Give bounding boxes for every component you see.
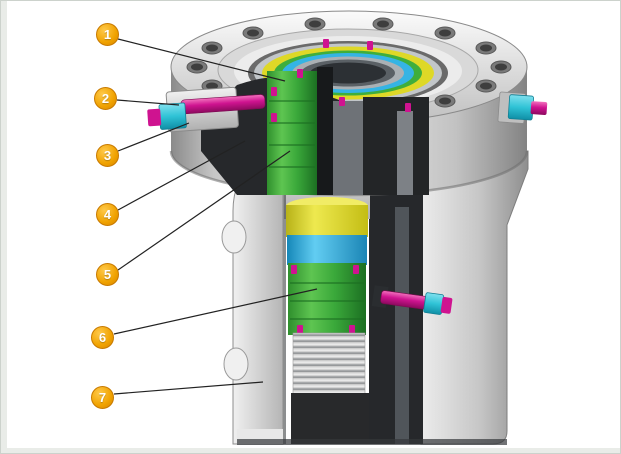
fitting-body — [507, 94, 534, 121]
callout-badge-7: 7 — [91, 386, 114, 409]
section-face — [363, 97, 429, 195]
seal-ring-yellow — [286, 205, 368, 237]
callout-number: 2 — [101, 91, 110, 106]
leader-lines — [113, 38, 318, 395]
bolt-boss — [223, 347, 249, 381]
leader-line-7 — [113, 381, 264, 395]
fitting-stem — [530, 101, 548, 116]
thread-section — [292, 332, 366, 396]
bolt-hole — [201, 41, 223, 55]
seal-element — [339, 97, 345, 106]
callout-badge-4: 4 — [96, 203, 119, 226]
bolt-hole — [372, 17, 394, 31]
section-step — [395, 207, 409, 444]
inner-casing-lower — [288, 263, 366, 335]
leader-line-3 — [117, 122, 190, 152]
left-lock-screw — [147, 86, 266, 133]
bolt-hole — [490, 60, 512, 74]
bolt-hole — [242, 26, 264, 40]
leader-line-2 — [116, 99, 180, 106]
section-step — [333, 101, 363, 195]
seal-element — [323, 39, 329, 48]
leader-line-5 — [117, 150, 291, 271]
seal-element — [349, 325, 355, 334]
sleeve-section — [317, 67, 333, 195]
callout-badge-1: 1 — [96, 23, 119, 46]
seal-element — [405, 103, 411, 112]
bolt-boss — [221, 220, 247, 254]
callout-number: 6 — [98, 330, 107, 345]
callout-badge-2: 2 — [94, 87, 117, 110]
inner-bore-bottom — [291, 393, 369, 444]
seal-element — [271, 87, 277, 96]
bolt-hole — [475, 79, 497, 93]
bolt-hole — [434, 26, 456, 40]
right-fitting — [497, 91, 548, 124]
bolt-hole — [434, 94, 456, 108]
callout-badge-3: 3 — [96, 144, 119, 167]
bolt-hole — [186, 60, 208, 74]
seal-element — [367, 41, 373, 50]
leader-line-1 — [117, 38, 286, 82]
bottom-edge — [237, 439, 507, 445]
support-plate — [221, 150, 286, 445]
callout-number: 7 — [98, 390, 107, 405]
leader-line-6 — [113, 288, 318, 335]
seal-element — [271, 113, 277, 122]
seal-element — [291, 265, 297, 274]
leader-line-4 — [117, 140, 246, 211]
screw-tip — [147, 108, 162, 127]
seal-element — [297, 69, 303, 78]
seal-ring-cyan — [287, 235, 367, 265]
seal-element — [353, 265, 359, 274]
bolt-hole — [304, 17, 326, 31]
callout-number: 1 — [103, 27, 112, 42]
section-step — [397, 111, 413, 195]
bolt-hole — [475, 41, 497, 55]
lower-lock-pin — [371, 285, 453, 315]
callout-badge-6: 6 — [91, 326, 114, 349]
pin-tip — [440, 297, 453, 314]
callout-badge-5: 5 — [96, 263, 119, 286]
callout-number: 3 — [103, 148, 112, 163]
seal-element — [297, 325, 303, 334]
callout-number: 4 — [103, 207, 112, 222]
callout-number: 5 — [103, 267, 112, 282]
